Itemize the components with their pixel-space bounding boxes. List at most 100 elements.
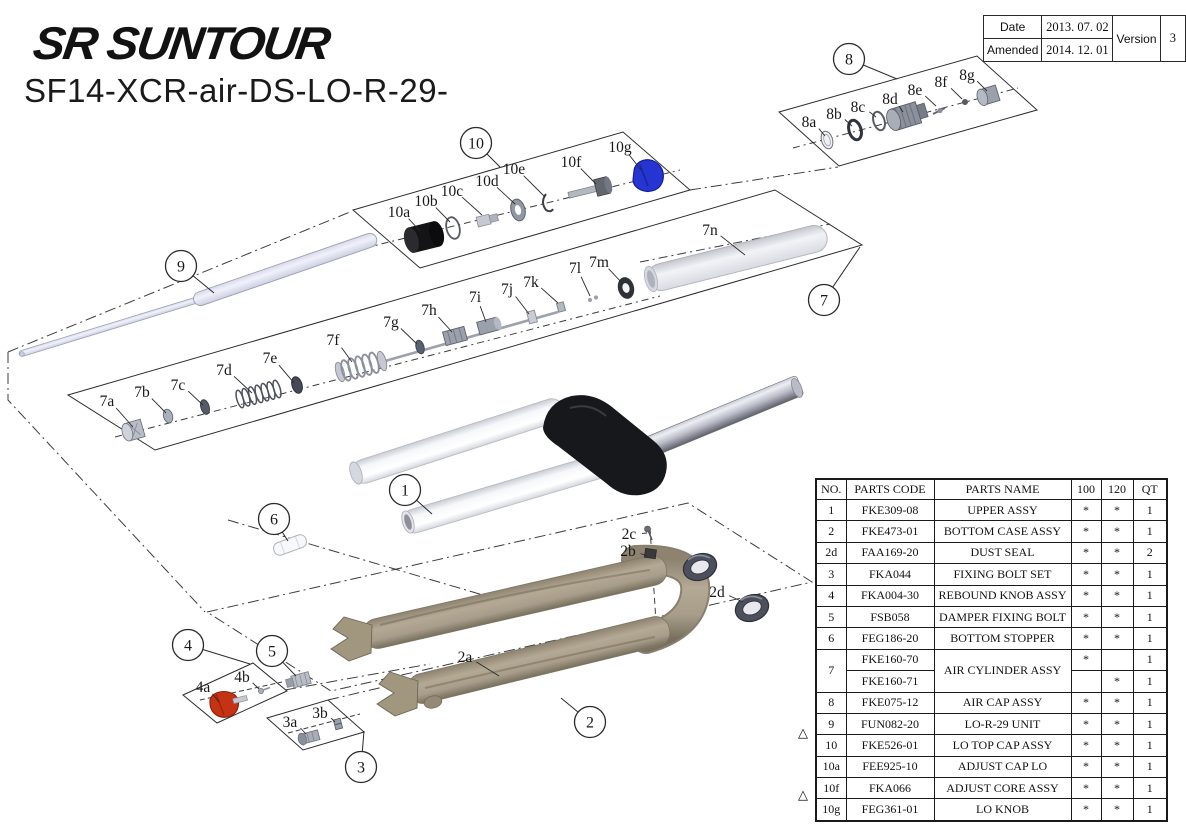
table-cell: FKA066	[845, 777, 935, 800]
item-label-text: 8g	[959, 67, 975, 84]
table-cell: FEE925-10	[845, 755, 935, 779]
item-label-7g: 7g	[383, 314, 418, 345]
item-label-text: 8b	[826, 106, 842, 123]
item-label-text: 7i	[469, 289, 482, 306]
part-2c-screw	[644, 525, 653, 541]
callout-number: 3	[357, 760, 365, 777]
stanchion-left	[349, 398, 565, 485]
table-cell: 1	[1132, 605, 1168, 629]
table-cell: FEG361-01	[845, 798, 935, 822]
table-cell: *	[1100, 734, 1134, 757]
item-label-10f: 10f	[561, 154, 597, 185]
item-label-2c: 2c	[622, 526, 648, 543]
item-label-10c: 10c	[441, 183, 483, 216]
callout-7: 7	[807, 246, 861, 317]
table-cell: 1	[1132, 584, 1168, 607]
table-cell: *	[1070, 777, 1102, 800]
item-label-2b: 2b	[620, 543, 648, 560]
table-cell: *	[1070, 691, 1102, 714]
item-label-7e: 7e	[263, 350, 295, 384]
item-label-text: 7d	[216, 362, 232, 379]
item-label-10d: 10d	[475, 173, 516, 205]
item-label-8e: 8e	[908, 82, 937, 107]
item-label-text: 7g	[383, 314, 399, 331]
column-header: 120	[1100, 478, 1134, 500]
part-10g-lo-knob	[632, 159, 664, 192]
item-label-2a: 2a	[458, 649, 500, 677]
item-label-text: 10d	[475, 173, 499, 190]
table-cell: FKE075-12	[845, 691, 935, 714]
table-cell: FKE473-01	[845, 520, 935, 543]
table-cell: 1	[1132, 563, 1168, 586]
part-2-bottom-case	[330, 525, 770, 717]
part-4a-rebound-knob	[209, 691, 248, 718]
table-cell: 10f	[815, 777, 847, 800]
table-cell: FKE160-71	[845, 670, 935, 693]
table-cell: FKE160-70	[845, 648, 935, 672]
callout-6: 6	[257, 502, 291, 542]
part-10b-oring	[445, 216, 461, 240]
amended-value: 2014. 12. 01	[1041, 38, 1114, 62]
part-2b-stopper	[643, 547, 657, 560]
item-label-10e: 10e	[503, 161, 546, 198]
part-2d-dust-seal-2	[734, 593, 770, 623]
item-label-7l: 7l	[569, 260, 591, 297]
table-cell: UPPER ASSY	[933, 498, 1072, 522]
part-7l-screws	[587, 295, 599, 303]
item-label-text: 7e	[263, 350, 278, 367]
table-cell: FKA004-30	[845, 584, 935, 607]
item-label-8a: 8a	[802, 114, 826, 137]
part-7k-piece	[555, 301, 567, 313]
table-cell: 7	[815, 648, 847, 693]
table-cell: 4	[815, 584, 847, 607]
table-cell: 1	[1132, 777, 1168, 800]
table-cell: *	[1100, 498, 1134, 522]
part-8d-air-cap	[886, 101, 929, 131]
table-cell: 1	[1132, 734, 1168, 757]
callout-3: 3	[344, 730, 378, 784]
part-6-bottom-stopper	[272, 534, 308, 556]
callout-number: 7	[820, 293, 828, 310]
table-cell: *	[1070, 755, 1102, 779]
part-7j-plate	[526, 309, 538, 325]
table-cell: *	[1100, 755, 1134, 779]
table-cell: 1	[1132, 798, 1168, 822]
part-10d-washer	[510, 198, 526, 222]
table-cell: *	[1070, 498, 1102, 522]
table-cell: FKE309-08	[845, 498, 935, 522]
part-8e-valve	[932, 107, 946, 115]
table-cell: LO TOP CAP ASSY	[933, 734, 1072, 757]
callout-10: 10	[459, 126, 501, 168]
table-cell: 5	[815, 605, 847, 629]
table-cell: *	[1070, 541, 1102, 565]
callout-9: 9	[164, 249, 215, 294]
table-cell: 1	[1132, 691, 1168, 714]
item-label-3a: 3a	[283, 714, 307, 735]
item-label-text: 8d	[882, 91, 898, 108]
item-label-7f: 7f	[327, 332, 353, 363]
part-8b-seal	[847, 118, 863, 142]
callout-number: 10	[468, 136, 484, 153]
column-header: 100	[1070, 478, 1102, 500]
item-label-text: 7c	[171, 377, 186, 394]
item-label-8g: 8g	[959, 67, 988, 92]
item-label-7k: 7k	[523, 274, 559, 304]
table-cell: 2	[1132, 541, 1168, 565]
table-cell: 8	[815, 691, 847, 714]
disc-mount	[423, 695, 443, 709]
table-cell	[1100, 648, 1134, 672]
item-label-10a: 10a	[388, 204, 421, 232]
table-cell: *	[1100, 712, 1134, 736]
table-cell: 2	[815, 520, 847, 543]
table-cell: *	[1100, 584, 1134, 607]
table-cell: *	[1070, 627, 1102, 650]
